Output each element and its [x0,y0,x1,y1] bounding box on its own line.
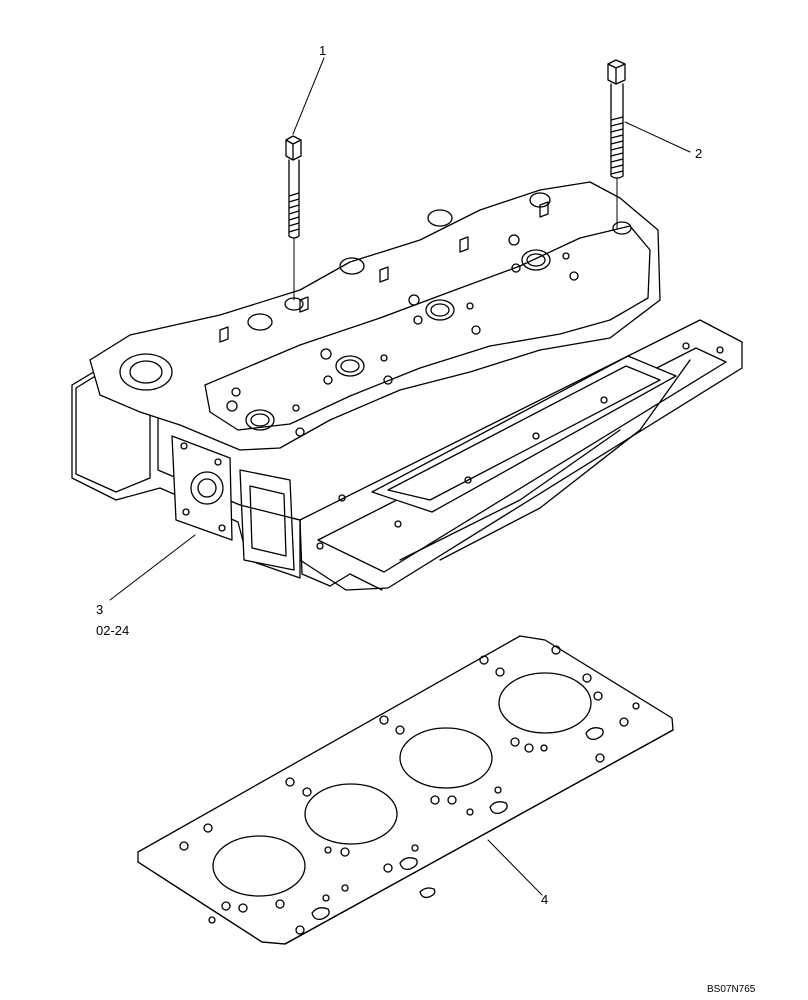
head-gasket [138,636,673,944]
head-top-deck [90,182,660,450]
head-bolt-2 [608,60,625,228]
callout-4: 4 [541,892,549,907]
head-bolt-1 [286,136,301,300]
cylinder-head [72,182,742,590]
valve-ports [227,235,578,436]
leader-lines [110,58,690,895]
leader-4 [488,840,542,895]
callout-3-page-ref: 02-24 [96,623,130,638]
callout-2: 2 [695,146,703,161]
leader-3 [110,535,195,600]
leader-2 [625,122,690,152]
drawing-reference: BS07N765 [707,984,756,995]
cylinder-bore-3 [400,728,492,788]
gasket-holes [180,646,639,934]
cylinder-bore-2 [305,784,397,844]
cylinder-bore-4 [499,673,591,733]
callout-1: 1 [319,43,327,58]
callout-3: 3 [96,602,104,617]
cylinder-bore-1 [213,836,305,896]
leader-1 [293,58,324,134]
